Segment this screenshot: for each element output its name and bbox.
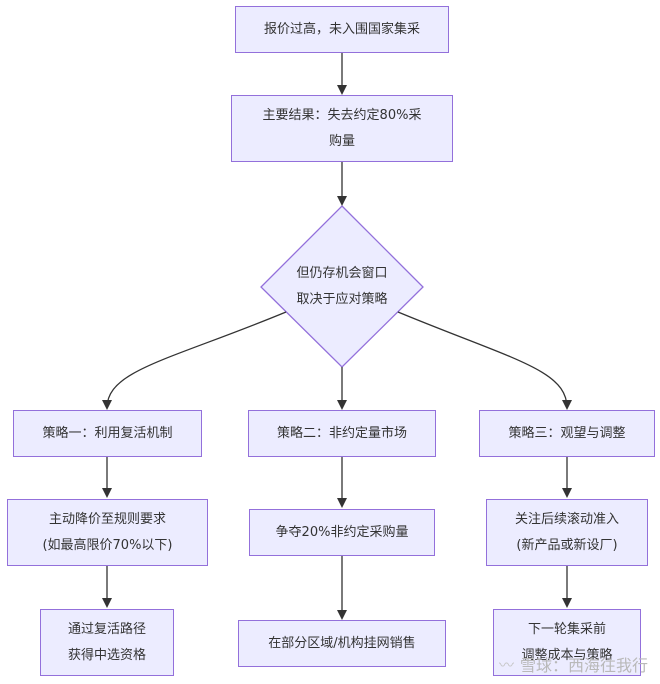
- watermark-text: 雪球：西海往我行: [519, 656, 648, 675]
- snowball-logo-icon: 〰: [498, 655, 514, 674]
- node-strategy-3: 策略三：观望与调整: [479, 410, 655, 457]
- node-strategy-1: 策略一：利用复活机制: [13, 410, 202, 457]
- node-strategy-3-step-2: 下一轮集采前 调整成本与策略: [493, 609, 641, 676]
- node-s1b-line1: 通过复活路径: [67, 621, 146, 637]
- node-strategy-1-label: 策略一：利用复活机制: [42, 425, 173, 441]
- node-strategy-3-step-1: 关注后续滚动准入 (新产品或新设厂): [486, 499, 648, 566]
- node-result-line2: 购量: [328, 133, 355, 149]
- edge-decision-to-s1: [102, 311, 287, 410]
- node-s1a-line2: (如最高限价70%以下): [42, 537, 173, 553]
- node-strategy-2-label: 策略二：非约定量市场: [276, 425, 407, 441]
- decision-label: 但仍存机会窗口 取决于应对策略: [272, 260, 412, 314]
- edge-decision-to-s3: [397, 311, 572, 410]
- node-strategy-3-label: 策略三：观望与调整: [508, 425, 626, 441]
- node-strategy-2: 策略二：非约定量市场: [248, 410, 436, 457]
- decision-line1: 但仍存机会窗口: [296, 266, 388, 281]
- node-result: 主要结果：失去约定80%采 购量: [231, 95, 453, 162]
- node-s3a-line2: (新产品或新设厂): [516, 537, 618, 553]
- node-top-label: 报价过高，未入围国家集采: [263, 21, 420, 37]
- node-s3b-line2: 调整成本与策略: [521, 647, 613, 663]
- node-strategy-1-step-1: 主动降价至规则要求 (如最高限价70%以下): [7, 499, 208, 566]
- node-s2b-label: 在部分区域/机构挂网销售: [268, 635, 416, 651]
- node-s1b-line2: 获得中选资格: [67, 647, 146, 663]
- node-strategy-2-step-1: 争夺20%非约定采购量: [249, 509, 435, 556]
- node-strategy-1-step-2: 通过复活路径 获得中选资格: [40, 609, 174, 676]
- node-top: 报价过高，未入围国家集采: [235, 6, 449, 53]
- node-s2a-label: 争夺20%非约定采购量: [275, 524, 409, 540]
- node-result-line1: 主要结果：失去约定80%采: [262, 107, 422, 123]
- watermark: 〰 雪球：西海往我行: [499, 652, 648, 676]
- node-strategy-2-step-2: 在部分区域/机构挂网销售: [238, 620, 446, 667]
- node-s1a-line1: 主动降价至规则要求: [48, 511, 166, 527]
- node-s3a-line1: 关注后续滚动准入: [514, 511, 619, 527]
- decision-line2: 取决于应对策略: [296, 292, 388, 307]
- node-s3b-line1: 下一轮集采前: [527, 621, 606, 637]
